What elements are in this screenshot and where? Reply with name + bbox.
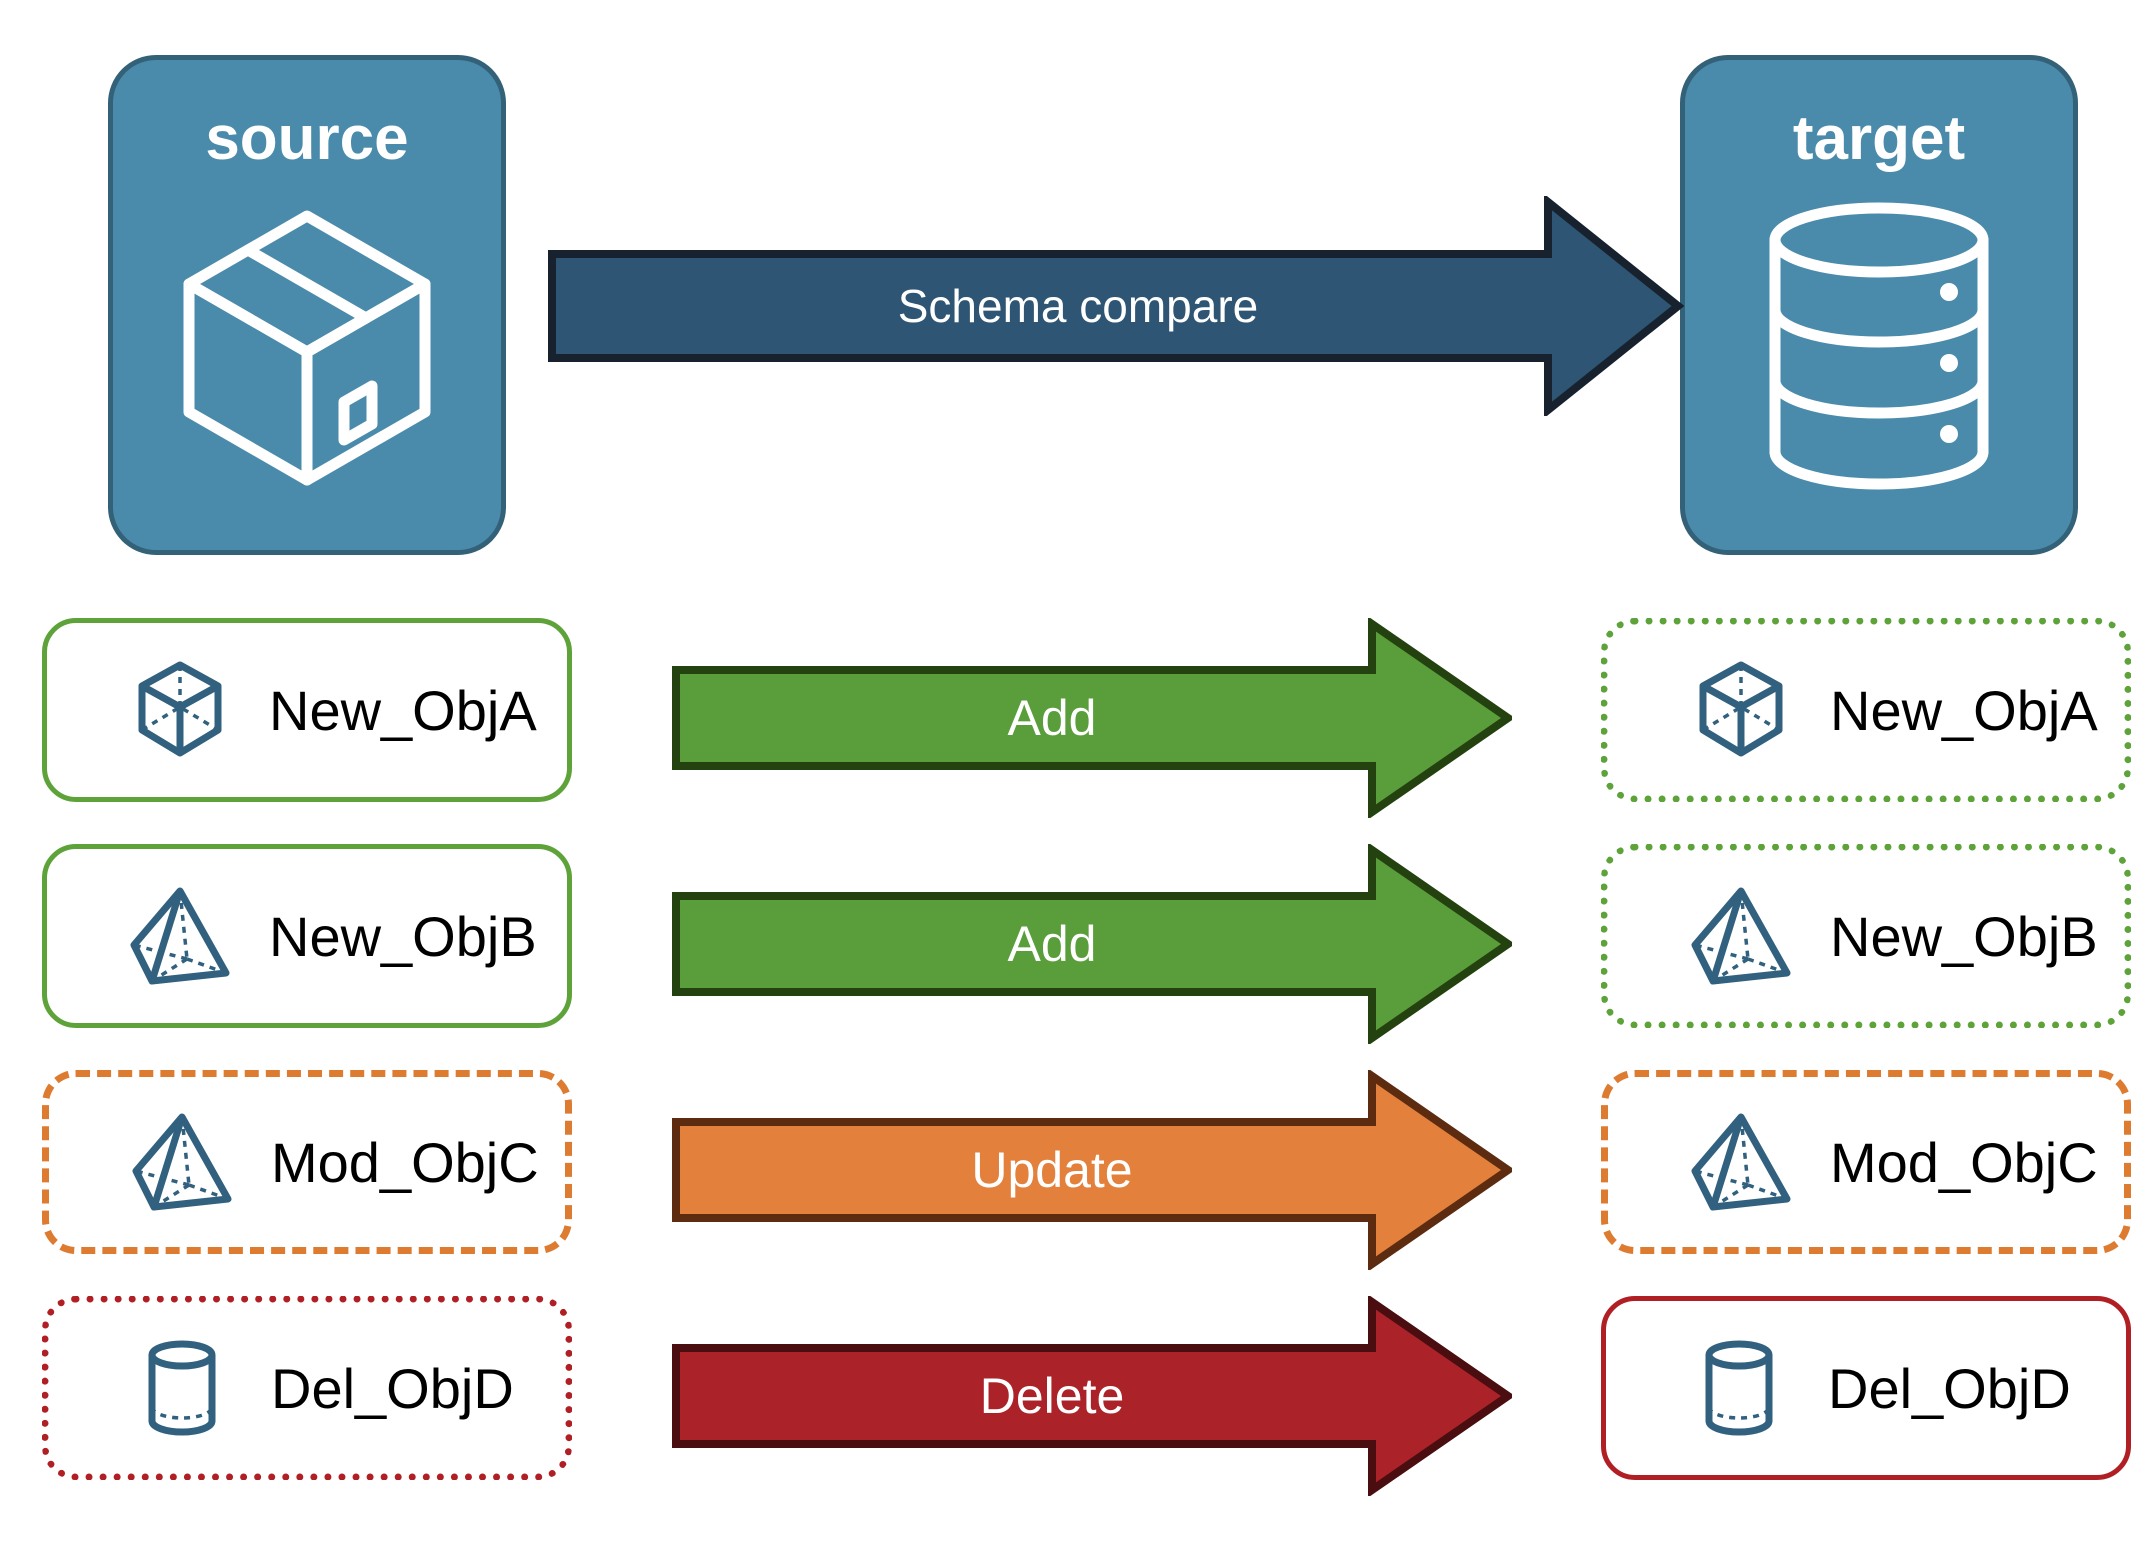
comparison-row: Del_ObjD Delete Del_ObjD [0, 1294, 2150, 1498]
endpoint-card-source[interactable]: source [108, 55, 506, 555]
endpoint-title-source: source [205, 104, 409, 173]
target-object-card[interactable]: Del_ObjD [1601, 1296, 2131, 1480]
target-object-label: Mod_ObjC [1830, 1130, 2098, 1194]
package-box-icon [172, 196, 442, 501]
comparison-row: New_ObjB Add [0, 842, 2150, 1046]
comparison-row: New_ObjA Add [0, 616, 2150, 820]
source-object-label: New_ObjB [269, 904, 537, 968]
target-object-label: New_ObjB [1830, 904, 2098, 968]
endpoint-card-target[interactable]: target [1680, 55, 2078, 555]
wireframe-pyramid-icon [125, 881, 235, 991]
action-arrow-add[interactable] [672, 842, 1516, 1046]
target-object-card[interactable]: Mod_ObjC [1601, 1070, 2131, 1254]
wireframe-pyramid-icon [1686, 881, 1796, 991]
endpoint-title-target: target [1792, 104, 1966, 173]
schema-compare-arrow[interactable] [548, 193, 1685, 419]
source-object-label: Del_ObjD [271, 1356, 514, 1420]
action-arrow-update[interactable] [672, 1068, 1516, 1272]
source-object-card[interactable]: Mod_ObjC [42, 1070, 572, 1254]
wireframe-cylinder-icon [127, 1333, 237, 1443]
source-object-card[interactable]: New_ObjA [42, 618, 572, 802]
target-object-label: Del_ObjD [1828, 1356, 2071, 1420]
wireframe-cylinder-icon [1684, 1333, 1794, 1443]
wireframe-cube-icon [1686, 655, 1796, 765]
target-object-card[interactable]: New_ObjA [1601, 618, 2131, 802]
action-arrow-delete[interactable] [672, 1294, 1516, 1498]
source-object-label: Mod_ObjC [271, 1130, 539, 1194]
wireframe-cube-icon [125, 655, 235, 765]
source-object-card[interactable]: Del_ObjD [42, 1296, 572, 1480]
comparison-row: Mod_ObjC Update [0, 1068, 2150, 1272]
source-object-card[interactable]: New_ObjB [42, 844, 572, 1028]
wireframe-pyramid-icon [1686, 1107, 1796, 1217]
action-arrow-add[interactable] [672, 616, 1516, 820]
target-object-label: New_ObjA [1830, 678, 2098, 742]
source-object-label: New_ObjA [269, 678, 537, 742]
wireframe-pyramid-icon [127, 1107, 237, 1217]
database-cylinder-icon [1759, 196, 1999, 501]
target-object-card[interactable]: New_ObjB [1601, 844, 2131, 1028]
